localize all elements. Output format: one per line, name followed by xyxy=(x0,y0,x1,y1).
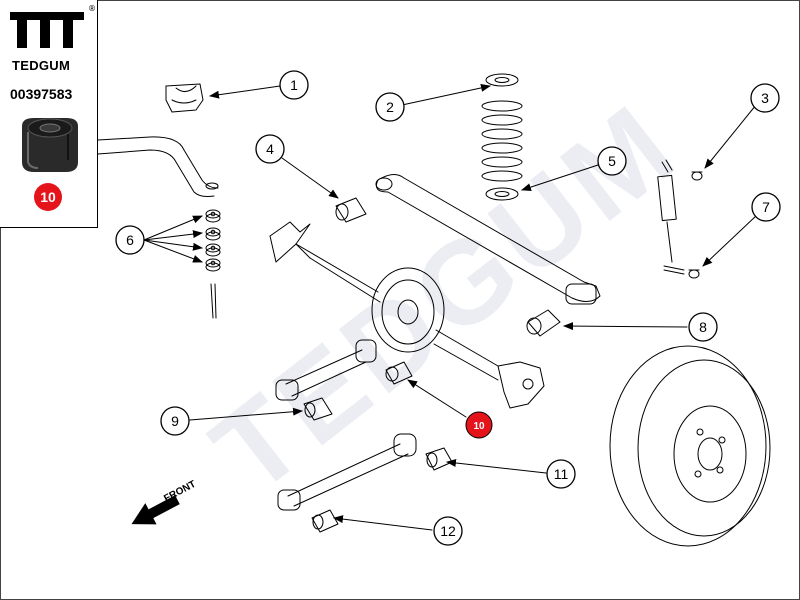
link-bushings xyxy=(205,209,221,319)
lateral-link-9 xyxy=(275,339,377,421)
callout-3[interactable]: 3 xyxy=(750,83,780,113)
callout-6[interactable]: 6 xyxy=(115,225,145,255)
callout-11[interactable]: 11 xyxy=(546,459,576,489)
callout-1-label: 1 xyxy=(290,77,298,93)
callout-11-label: 11 xyxy=(554,466,569,482)
product-info-panel: 10 ® TEDGUM 00397583 xyxy=(0,0,98,228)
callout-10[interactable]: 10 xyxy=(465,411,493,439)
lateral-link-12 xyxy=(277,433,453,533)
callout-3-label: 3 xyxy=(761,90,769,106)
tedgum-logo-icon xyxy=(10,12,84,48)
part-number: 00397583 xyxy=(10,86,73,102)
callout-8-label: 8 xyxy=(699,319,707,335)
leader-lines xyxy=(143,83,758,531)
bushing-8-part xyxy=(526,309,561,337)
bushing-4-part xyxy=(335,197,367,223)
callout-9-label: 9 xyxy=(171,413,179,429)
bushing-10-part xyxy=(385,361,413,385)
callout-8[interactable]: 8 xyxy=(688,312,718,342)
callout-7-label: 7 xyxy=(762,199,770,215)
coil-spring xyxy=(481,73,523,201)
callout-7[interactable]: 7 xyxy=(751,192,781,222)
highlight-badge: 10 xyxy=(34,183,62,211)
upper-control-arm xyxy=(375,174,601,305)
callout-10-label: 10 xyxy=(473,421,485,432)
callouts: 1 2 3 4 5 6 7 8 9 10 11 12 xyxy=(115,70,781,546)
product-info-graphics: 10 xyxy=(10,12,84,211)
callout-9[interactable]: 9 xyxy=(160,406,190,436)
highlight-badge-label: 10 xyxy=(40,189,56,205)
callout-5-label: 5 xyxy=(608,153,616,169)
brand-name: TEDGUM xyxy=(12,58,71,73)
bushing-product-image xyxy=(22,118,78,172)
callout-2-label: 2 xyxy=(386,99,394,115)
wheel xyxy=(609,345,771,547)
callout-6-label: 6 xyxy=(126,232,134,248)
stabilizer-bushing-part xyxy=(165,83,204,113)
callout-5[interactable]: 5 xyxy=(597,146,627,176)
stabilizer-bar xyxy=(97,136,219,197)
axle-beam xyxy=(269,221,545,409)
front-label: FRONT xyxy=(162,479,198,505)
callout-1[interactable]: 1 xyxy=(279,70,309,100)
shock-absorber xyxy=(657,159,703,279)
registered-mark: ® xyxy=(88,4,96,13)
callout-4[interactable]: 4 xyxy=(255,134,285,164)
callout-2[interactable]: 2 xyxy=(375,92,405,122)
callout-12-label: 12 xyxy=(440,523,456,539)
callout-4-label: 4 xyxy=(266,141,274,157)
front-arrow xyxy=(131,495,180,525)
callout-12[interactable]: 12 xyxy=(433,516,463,546)
